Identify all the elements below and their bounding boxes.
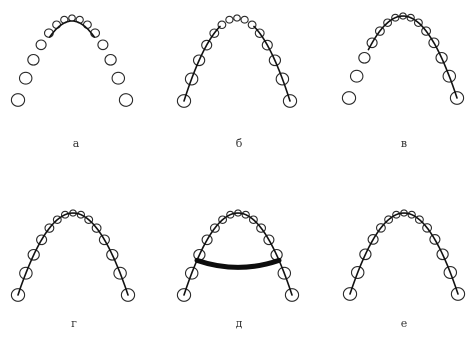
palatal-bar — [197, 260, 279, 267]
caption-v: в — [389, 138, 419, 150]
tooth-a-1 — [20, 72, 32, 84]
tooth-a-11 — [98, 40, 108, 50]
caption-b: б — [224, 138, 254, 150]
splint-wire-e-0 — [350, 213, 458, 294]
arch-g — [11, 210, 134, 301]
arch-a — [11, 15, 132, 106]
tooth-a-12 — [105, 55, 116, 66]
tooth-a-14 — [119, 94, 132, 107]
tooth-a-13 — [112, 72, 124, 84]
splint-wire-g-0 — [18, 213, 128, 295]
tooth-b-6 — [226, 16, 233, 23]
tooth-v-0 — [342, 92, 355, 105]
caption-d: д — [224, 318, 254, 330]
caption-e: е — [389, 318, 419, 330]
tooth-a-3 — [36, 40, 46, 50]
splint-wire-d-0 — [184, 213, 292, 295]
tooth-a-0 — [11, 94, 24, 107]
arch-d — [177, 210, 298, 301]
caption-a: а — [61, 138, 91, 150]
caption-g: г — [59, 318, 89, 330]
tooth-b-7 — [234, 15, 241, 21]
tooth-a-2 — [28, 55, 39, 66]
tooth-a-7 — [69, 15, 76, 21]
arch-v — [342, 13, 463, 104]
tooth-v-1 — [351, 70, 363, 82]
arch-b — [177, 15, 296, 107]
arch-e — [343, 210, 464, 300]
tooth-v-2 — [359, 53, 370, 64]
tooth-b-8 — [241, 16, 248, 23]
